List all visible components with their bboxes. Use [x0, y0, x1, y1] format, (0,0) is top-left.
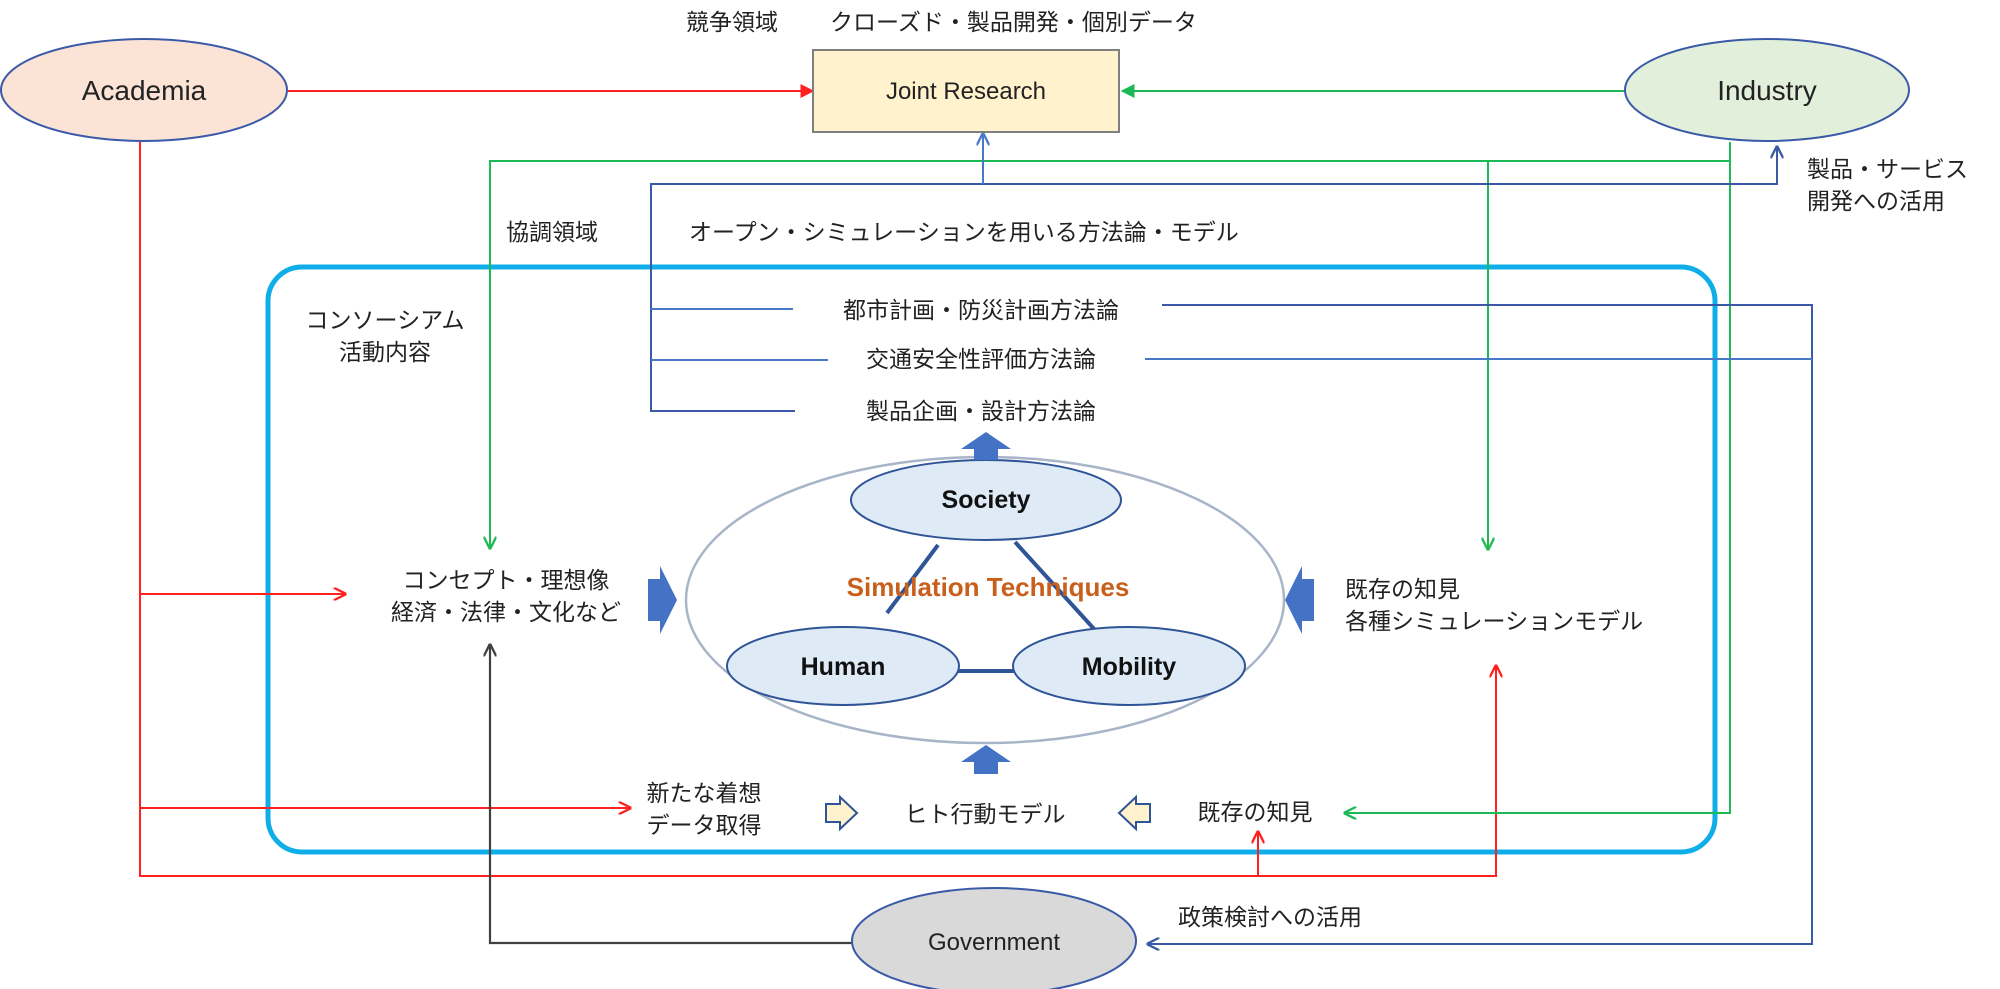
industry-label: Industry — [1717, 75, 1817, 106]
concept-label-1: コンセプト・理想像 — [403, 568, 610, 594]
government-to-concept-arrow — [490, 645, 852, 945]
new-idea-label-2: データ取得 — [647, 813, 762, 839]
left-block-arrow-right — [1285, 566, 1314, 634]
consortium-boundary — [265, 264, 1718, 855]
concept-label-2: 経済・法律・文化など — [391, 600, 621, 626]
society-node: Society — [850, 459, 1122, 541]
right-outline-arrow-human — [825, 794, 859, 832]
joint-research-label: Joint Research — [886, 78, 1046, 105]
consortium-label-2: 活動内容 — [339, 340, 431, 366]
human-behavior-model-label: ヒト行動モデル — [905, 802, 1066, 828]
up-block-arrow-top — [961, 432, 1011, 460]
product-planning-label: 製品企画・設計方法論 — [866, 399, 1096, 425]
society-mobility-link — [1013, 540, 1097, 632]
consortium-label-1: コンソーシアム — [306, 308, 465, 334]
new-idea-label-1: 新たな着想 — [647, 781, 762, 807]
human-label: Human — [801, 653, 886, 681]
methodology-bracket-line — [650, 147, 1777, 412]
society-human-link — [885, 543, 940, 615]
policy-use-label: 政策検討への活用 — [1178, 905, 1362, 931]
simulation-techniques-title: Simulation Techniques — [847, 572, 1130, 602]
human-node: Human — [726, 626, 960, 706]
urban-planning-label: 都市計画・防災計画方法論 — [843, 298, 1119, 324]
government-label: Government — [928, 929, 1060, 956]
right-block-arrow-left — [648, 566, 677, 634]
industry-to-concept-arrow — [490, 160, 1730, 548]
academia-label: Academia — [82, 75, 207, 106]
product-service-label-1: 製品・サービス — [1807, 157, 1968, 183]
competition-area-label: 競争領域 — [686, 10, 778, 36]
left-outline-arrow-human — [1117, 794, 1151, 832]
closed-product-label: クローズド・製品開発・個別データ — [830, 10, 1197, 36]
open-simulation-label: オープン・シミュレーションを用いる方法論・モデル — [689, 220, 1239, 246]
mobility-label: Mobility — [1082, 653, 1177, 681]
product-service-label-2: 開発への活用 — [1807, 189, 1945, 215]
joint-research-box: Joint Research — [812, 49, 1120, 133]
existing-knowledge-label-1: 既存の知見 — [1345, 577, 1460, 603]
traffic-safety-label: 交通安全性評価方法論 — [866, 347, 1096, 373]
government-node: Government — [851, 887, 1137, 989]
industry-to-existing-knowledge-arrow — [1345, 142, 1731, 813]
existing-models-label-2: 各種シミュレーションモデル — [1345, 609, 1643, 635]
society-label: Society — [942, 486, 1031, 514]
cooperation-area-label: 協調領域 — [506, 220, 598, 246]
existing-knowledge-bottom-label: 既存の知見 — [1198, 800, 1313, 826]
industry-node: Industry — [1624, 38, 1910, 142]
mobility-node: Mobility — [1012, 626, 1246, 706]
academia-node: Academia — [0, 38, 288, 142]
up-block-arrow-bottom — [961, 745, 1011, 774]
academia-vertical-line — [139, 142, 1496, 877]
urban-to-government-arrow — [1148, 304, 1813, 944]
